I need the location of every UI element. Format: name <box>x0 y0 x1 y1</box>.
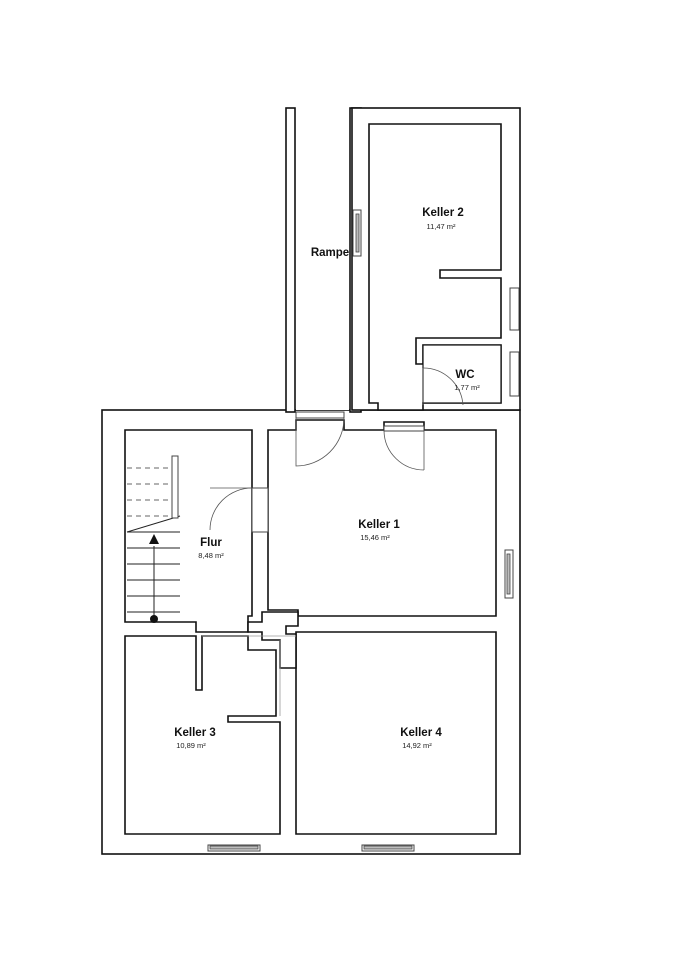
room-name-keller4: Keller 4 <box>400 727 442 739</box>
room-area-keller4: 14,92 m² <box>402 741 432 750</box>
room-area-keller3: 10,89 m² <box>176 741 206 750</box>
room-name-keller1: Keller 1 <box>358 519 400 531</box>
room-labels: Keller 2 11,47 m² Rampe WC 1,77 m² Flur … <box>174 207 480 750</box>
room-area-wc: 1,77 m² <box>454 383 480 392</box>
room-name-rampe: Rampe <box>311 247 349 259</box>
room-area-flur: 8,48 m² <box>198 551 224 560</box>
room-name-keller2: Keller 2 <box>422 207 464 219</box>
room-area-keller1: 15,46 m² <box>360 533 390 542</box>
staircase <box>126 455 181 623</box>
doors <box>209 209 464 533</box>
passage-lines <box>202 635 296 716</box>
windows <box>207 287 520 852</box>
room-interiors <box>124 110 502 835</box>
room-area-keller2: 11,47 m² <box>426 222 456 231</box>
room-name-keller3: Keller 3 <box>174 727 216 739</box>
stair-arrow-icon <box>149 534 159 544</box>
stair-start-marker <box>150 615 158 623</box>
room-name-wc: WC <box>455 369 474 381</box>
room-name-flur: Flur <box>200 537 222 549</box>
